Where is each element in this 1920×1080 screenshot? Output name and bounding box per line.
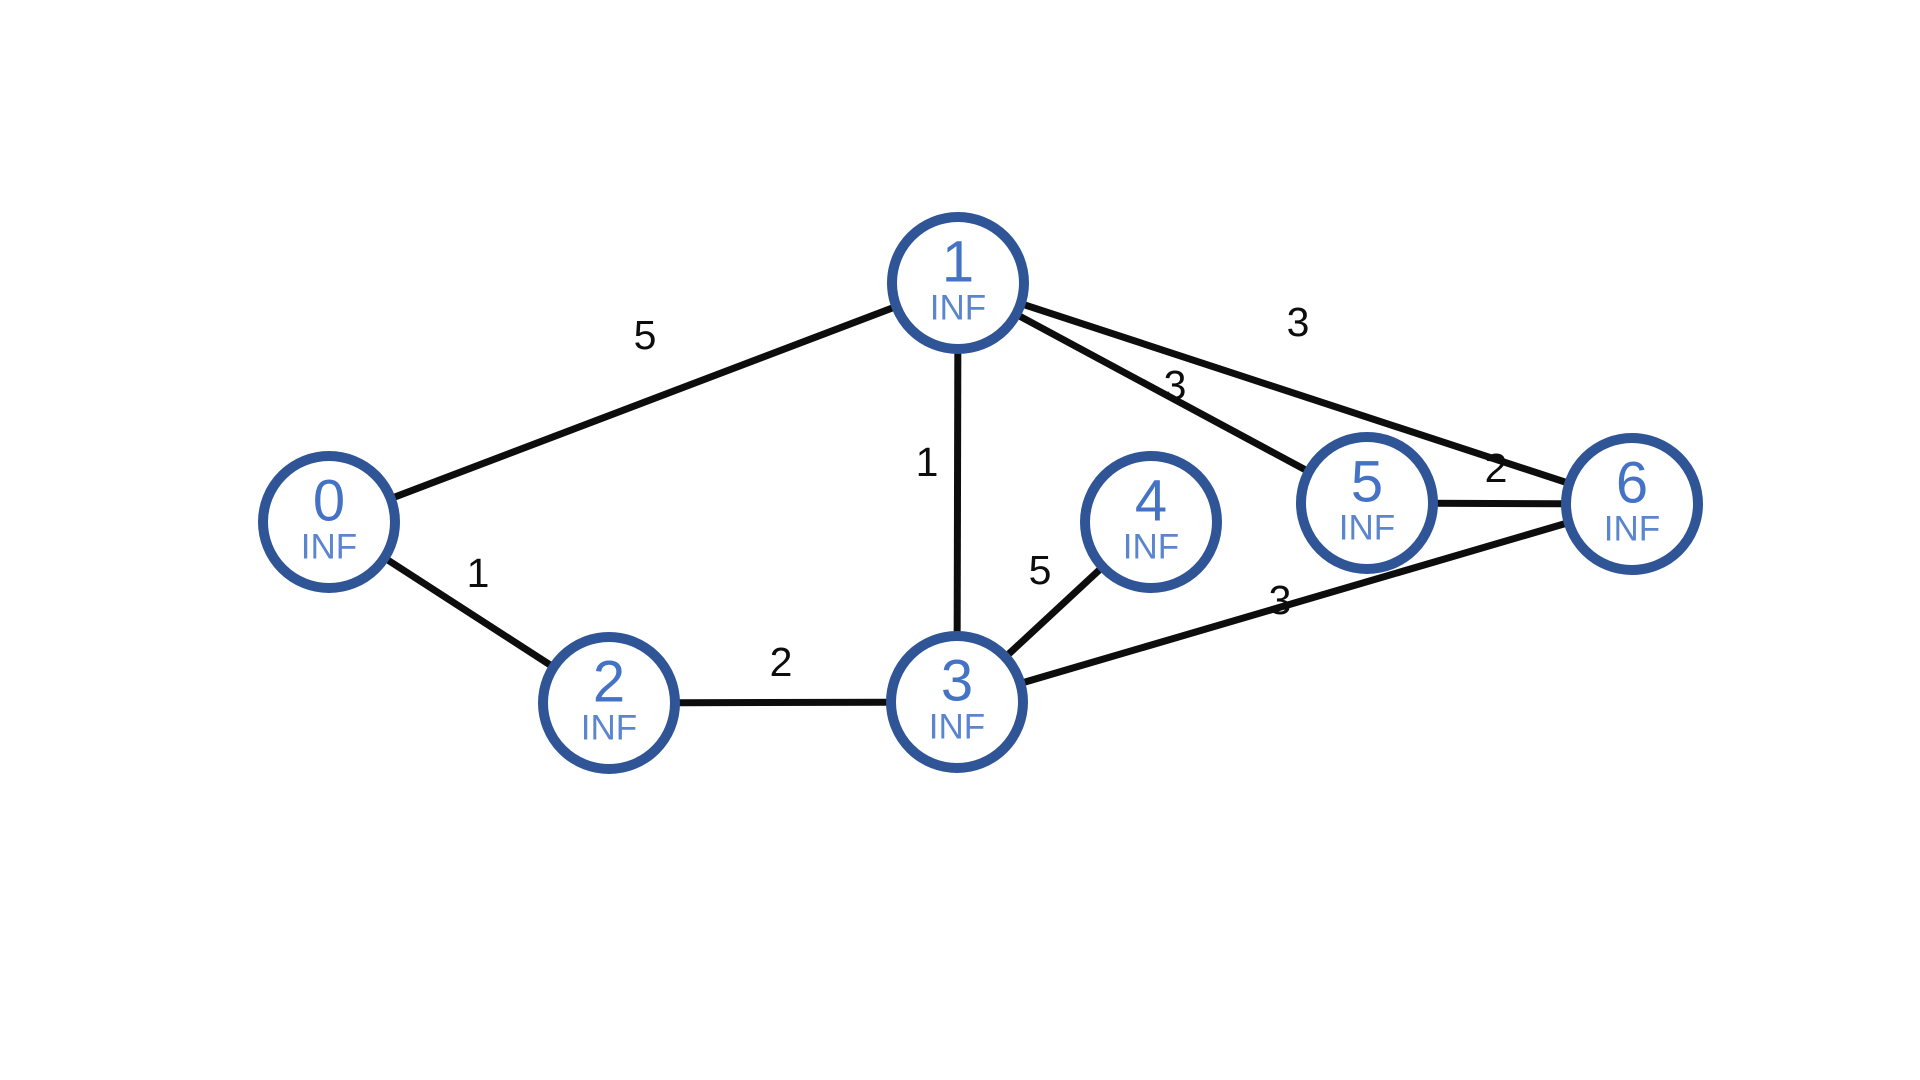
node-0-distance: INF: [301, 528, 357, 567]
node-5-label: 5: [1351, 450, 1383, 515]
node-1-label: 1: [942, 230, 974, 295]
edge-1-5: [956, 279, 1369, 507]
node-2-circle: [538, 632, 680, 774]
node-3-distance: INF: [929, 708, 985, 747]
node-4-circle: [1080, 451, 1222, 593]
edge-weight-5-6: 2: [1485, 445, 1508, 491]
edge-weight-1-6: 3: [1287, 299, 1310, 345]
node-2-distance: INF: [581, 709, 637, 748]
edge-weight-0-2: 1: [467, 550, 490, 596]
edge-weight-1-3: 1: [916, 439, 939, 485]
node-3-label: 3: [941, 649, 973, 714]
edge-weight-3-4: 5: [1029, 547, 1052, 593]
node-6-label: 6: [1616, 451, 1648, 516]
node-5-distance: INF: [1339, 509, 1395, 548]
edge-labels-layer: 5 1 2 1 5 3 3 2 3: [467, 299, 1508, 685]
node-6-distance: INF: [1604, 510, 1660, 549]
node-4-distance: INF: [1123, 528, 1179, 567]
edge-3-6: [956, 500, 1633, 706]
node-1-distance: INF: [930, 289, 986, 328]
edge-weight-3-6: 3: [1269, 577, 1292, 623]
edge-1-6: [956, 279, 1634, 508]
node-5-circle: [1296, 432, 1438, 574]
node-6-circle: [1561, 433, 1703, 575]
edge-weight-1-5: 3: [1164, 362, 1187, 408]
node-2-label: 2: [593, 650, 625, 715]
node-3-circle: [886, 631, 1028, 773]
node-4-label: 4: [1135, 469, 1167, 534]
node-0-label: 0: [313, 469, 345, 534]
edge-0-1: [327, 279, 960, 526]
node-1-circle: [887, 212, 1029, 354]
edge-weight-2-3: 2: [770, 639, 793, 685]
edge-weight-0-1: 5: [634, 312, 657, 358]
node-0-circle: [258, 451, 400, 593]
